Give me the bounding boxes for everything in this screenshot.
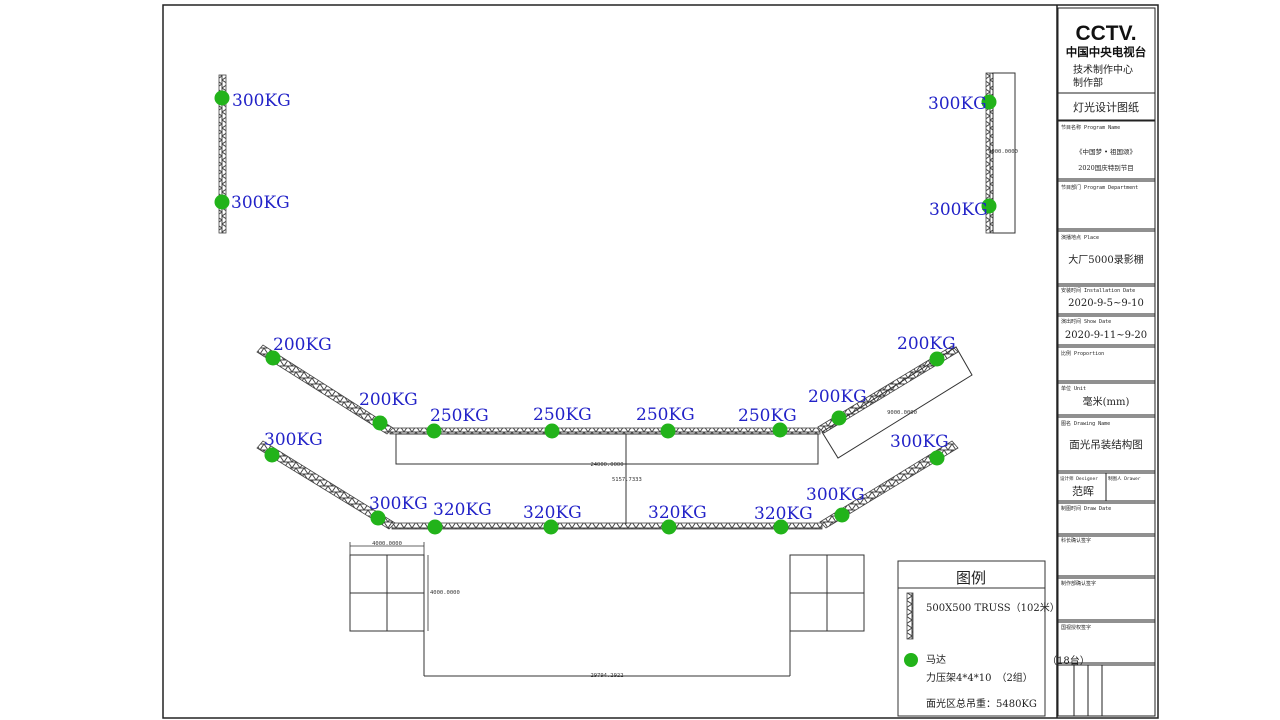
- draw-date-label: 制图时间 Draw Date: [1061, 505, 1111, 512]
- motor-dot: [834, 507, 850, 523]
- load-label: 300KG: [928, 94, 987, 114]
- dept-line2: 制作部: [1073, 76, 1103, 89]
- install-value: 2020-9-5~9-10: [1068, 298, 1144, 309]
- unit-value: 毫米(mm): [1083, 395, 1130, 408]
- legend: 图例 500X500 TRUSS（102米） 马达 （18台） 力压架4*4*1…: [897, 560, 1090, 717]
- motor-dot: [981, 198, 997, 214]
- press-frame-right: [789, 554, 865, 632]
- bottom-span: 29794.2922: [423, 631, 791, 679]
- load-label: 250KG: [636, 405, 695, 425]
- drawing-name-value: 面光吊装结构图: [1069, 438, 1143, 451]
- load-label: 320KG: [754, 504, 813, 524]
- motor-dot: [543, 519, 559, 535]
- load-label: 320KG: [523, 503, 582, 523]
- truss-top-right: 9000.0000: [985, 72, 1018, 234]
- program-name-1: 《中国梦 • 祖国颂》: [1076, 147, 1136, 156]
- load-label: 300KG: [231, 193, 290, 213]
- load-label: 200KG: [359, 390, 418, 410]
- motor-dot: [265, 350, 281, 366]
- motor-dot: [660, 423, 676, 439]
- load-label: 320KG: [433, 500, 492, 520]
- motor-legend-icon: [904, 653, 918, 667]
- load-label: 200KG: [897, 334, 956, 354]
- truss-legend-icon: [906, 592, 914, 640]
- motor-dot: [981, 94, 997, 110]
- motor-dot: [264, 447, 280, 463]
- motor-dot: [372, 415, 388, 431]
- load-label: 300KG: [369, 494, 428, 514]
- load-label: 250KG: [430, 406, 489, 426]
- motor-dot: [214, 90, 230, 106]
- motor-dot: [772, 422, 788, 438]
- sign1-label: 科长确认签字: [1061, 537, 1091, 544]
- motor-dot: [427, 519, 443, 535]
- press-frame-left: 4000.0000 4000.0000: [349, 541, 460, 632]
- legend-truss: 500X500 TRUSS（102米）: [926, 601, 1060, 614]
- motor-dot: [370, 510, 386, 526]
- motor-dot: [929, 351, 945, 367]
- dim-grid-width: 4000.0000: [372, 541, 402, 547]
- dim-center-span: 24000.0000: [590, 462, 623, 468]
- dim-right-angled: 9000.0000: [887, 410, 917, 416]
- load-label: 200KG: [273, 335, 332, 355]
- legend-total: 面光区总吊重：5480KG: [926, 697, 1037, 710]
- legend-title: 图例: [956, 569, 986, 587]
- load-label: 200KG: [808, 387, 867, 407]
- load-label: 250KG: [533, 405, 592, 425]
- load-label: 300KG: [806, 485, 865, 505]
- place-label: 演播地点 Place: [1061, 234, 1099, 241]
- legend-press-frame: 力压架4*4*10 （2组）: [926, 671, 1033, 684]
- designer-value: 范晖: [1072, 484, 1094, 498]
- truss-row1: 9000.0000 24000.0000: [256, 344, 973, 468]
- sign2-label: 制作部确认签字: [1061, 580, 1096, 587]
- logo: CCTV.: [1075, 22, 1136, 45]
- dim-row-gap: 5157.7333: [612, 477, 642, 483]
- show-label: 演出时间 Show Date: [1061, 318, 1111, 325]
- motor-dot: [661, 519, 677, 535]
- sign3-label: 国视授权签字: [1061, 624, 1091, 631]
- program-name-2: 2020国庆特别节目: [1078, 163, 1134, 172]
- dim-top-right: 9000.0000: [988, 149, 1018, 155]
- install-label: 安装时间 Installation Date: [1061, 287, 1135, 294]
- motor-dot: [214, 194, 230, 210]
- drawer-label: 制图人 Drawer: [1108, 475, 1141, 482]
- show-value: 2020-9-11~9-20: [1065, 330, 1147, 341]
- truss-top-left: [218, 74, 227, 234]
- motors: [214, 90, 997, 535]
- motor-dot: [831, 410, 847, 426]
- logo-cn: 中国中央电视台: [1066, 45, 1147, 59]
- load-label: 300KG: [890, 432, 949, 452]
- load-label: 320KG: [648, 503, 707, 523]
- proportion-label: 比例 Proportion: [1061, 350, 1104, 357]
- load-label: 250KG: [738, 406, 797, 426]
- dim-grid-height: 4000.0000: [430, 590, 460, 596]
- drawing-name-label: 图名 Drawing Name: [1061, 420, 1110, 427]
- load-label: 300KG: [232, 91, 291, 111]
- motor-dot: [929, 450, 945, 466]
- motor-dot: [773, 519, 789, 535]
- place-value: 大厂5000录影棚: [1068, 253, 1143, 266]
- load-label: 300KG: [929, 200, 988, 220]
- load-label: 300KG: [264, 430, 323, 450]
- sheet-border: [162, 4, 1159, 719]
- legend-motor: 马达: [926, 654, 946, 666]
- program-dept-label: 节目部门 Program Department: [1061, 184, 1138, 191]
- motor-dot: [426, 423, 442, 439]
- title-block: CCTV. 中国中央电视台 技术制作中心 制作部 灯光设计图纸 节目名称 Pro…: [1057, 7, 1156, 717]
- unit-label: 单位 Unit: [1061, 385, 1086, 392]
- drawing-type: 灯光设计图纸: [1073, 100, 1139, 114]
- truss-row2: 5157.7333: [256, 434, 959, 530]
- dept-line1: 技术制作中心: [1073, 63, 1133, 76]
- program-name-label: 节目名称 Program Name: [1061, 124, 1120, 131]
- motor-dot: [544, 423, 560, 439]
- load-labels: 300KG 300KG 300KG 300KG 200KG 200KG 250K…: [231, 91, 988, 524]
- dim-bottom-span: 29794.2922: [590, 673, 623, 679]
- designer-label: 设计师 Designer: [1060, 475, 1098, 482]
